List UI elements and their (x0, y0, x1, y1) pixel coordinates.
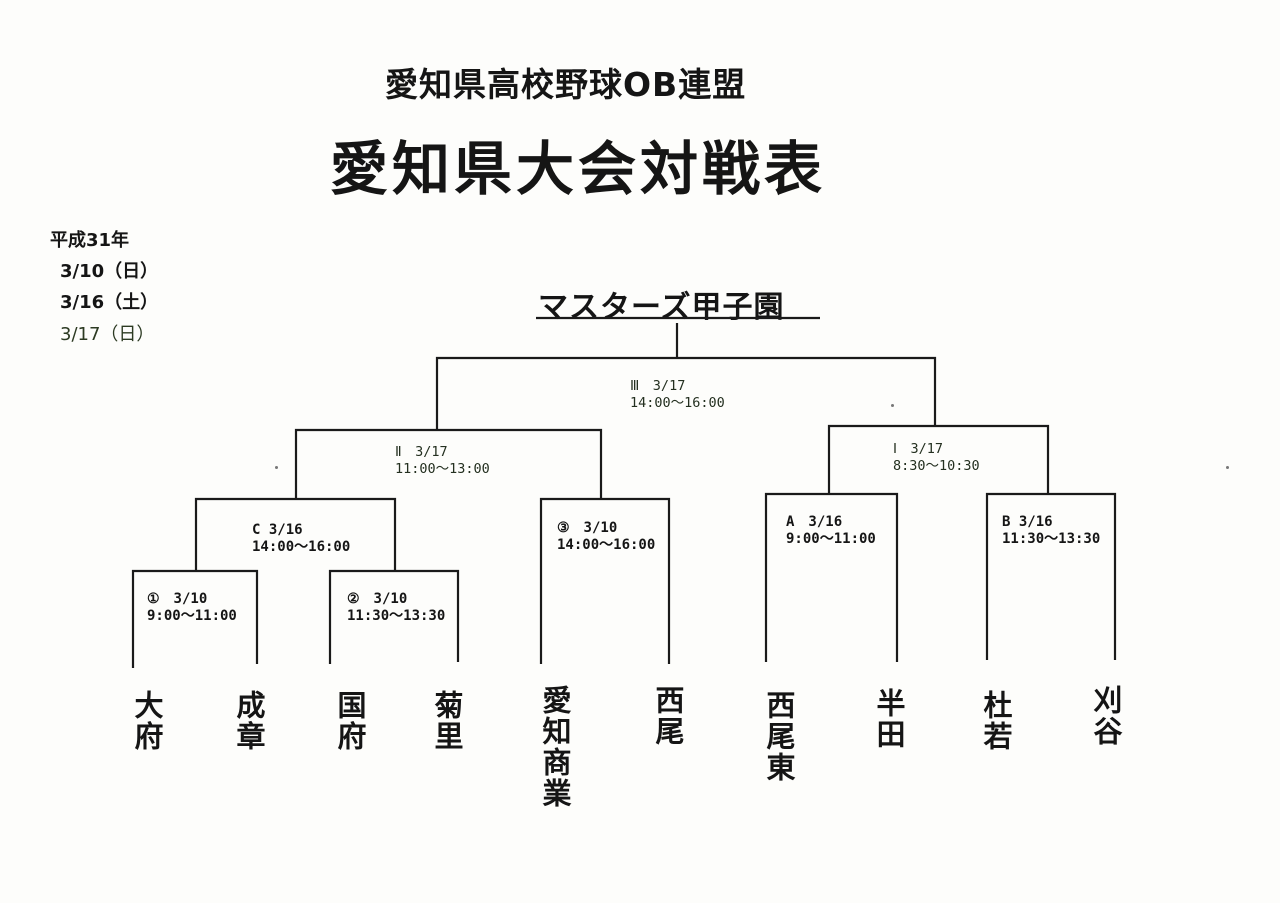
game-1-time: 9:00～11:00 (147, 608, 237, 624)
game-2-time: 11:30～13:30 (347, 608, 446, 624)
semi-left-bracket (294, 428, 603, 499)
scan-speck (1226, 466, 1229, 469)
game-a: A 3/16 9:00～11:00 (786, 514, 876, 548)
team-name: 国府 (333, 690, 367, 752)
game-3-time: 14:00～16:00 (557, 537, 656, 553)
schedule-date-3: 3/17（日） (60, 324, 155, 345)
game-1: ① 3/10 9:00～11:00 (147, 591, 237, 625)
game-1-label: ① 3/10 (147, 591, 208, 607)
game-final: Ⅲ 3/17 14:00～16:00 (630, 378, 725, 412)
game-final-label: Ⅲ 3/17 (630, 378, 686, 394)
org-title: 愛知県高校野球OB連盟 (385, 65, 747, 104)
game-1-bracket (131, 569, 259, 668)
game-c: C 3/16 14:00～16:00 (252, 522, 350, 556)
era-year: 平成31年 (50, 230, 130, 251)
game-a-time: 9:00～11:00 (786, 531, 876, 547)
team-name: 菊里 (430, 690, 464, 752)
game-3: ③ 3/10 14:00～16:00 (557, 520, 655, 554)
scan-speck (275, 466, 278, 469)
team-name: 愛知商業 (538, 685, 572, 809)
team-name: 大府 (130, 690, 164, 752)
game-semi-left-time: 11:00～13:00 (395, 461, 490, 477)
game-c-time: 14:00～16:00 (252, 539, 351, 555)
game-3-bracket (539, 497, 671, 664)
team-name: 成章 (232, 690, 266, 752)
game-semi-left-label: Ⅱ 3/17 (395, 444, 448, 460)
game-b-bracket (985, 492, 1117, 660)
team-name: 刈谷 (1089, 685, 1123, 747)
game-semi-left: Ⅱ 3/17 11:00～13:00 (395, 444, 490, 478)
game-a-bracket (764, 492, 899, 662)
schedule-date-1: 3/10（日） (60, 261, 159, 282)
semi-right-bracket (827, 424, 1050, 494)
page-title: 愛知県大会対戦表 (330, 135, 827, 203)
game-2: ② 3/10 11:30～13:30 (347, 591, 445, 625)
game-final-time: 14:00～16:00 (630, 395, 725, 411)
team-name: 半田 (872, 688, 906, 750)
schedule-date-2: 3/16（土） (60, 292, 159, 313)
game-b-time: 11:30～13:30 (1002, 531, 1101, 547)
team-name: 杜若 (979, 690, 1013, 752)
game-c-bracket (194, 497, 397, 571)
game-2-label: ② 3/10 (347, 591, 408, 607)
game-b: B 3/16 11:30～13:30 (1002, 514, 1100, 548)
game-b-label: B 3/16 (1002, 514, 1053, 530)
game-semi-right-label: Ⅰ 3/17 (893, 441, 943, 457)
tournament-title: マスターズ甲子園 (538, 290, 785, 325)
game-2-bracket (328, 569, 460, 664)
scan-speck (891, 404, 894, 407)
game-c-label: C 3/16 (252, 522, 303, 538)
team-name: 西尾 (651, 685, 685, 747)
team-name: 西尾東 (762, 690, 796, 783)
game-semi-right: Ⅰ 3/17 8:30～10:30 (893, 441, 980, 475)
game-3-label: ③ 3/10 (557, 520, 618, 536)
game-semi-right-time: 8:30～10:30 (893, 458, 980, 474)
game-a-label: A 3/16 (786, 514, 843, 530)
final-bracket (435, 356, 937, 430)
